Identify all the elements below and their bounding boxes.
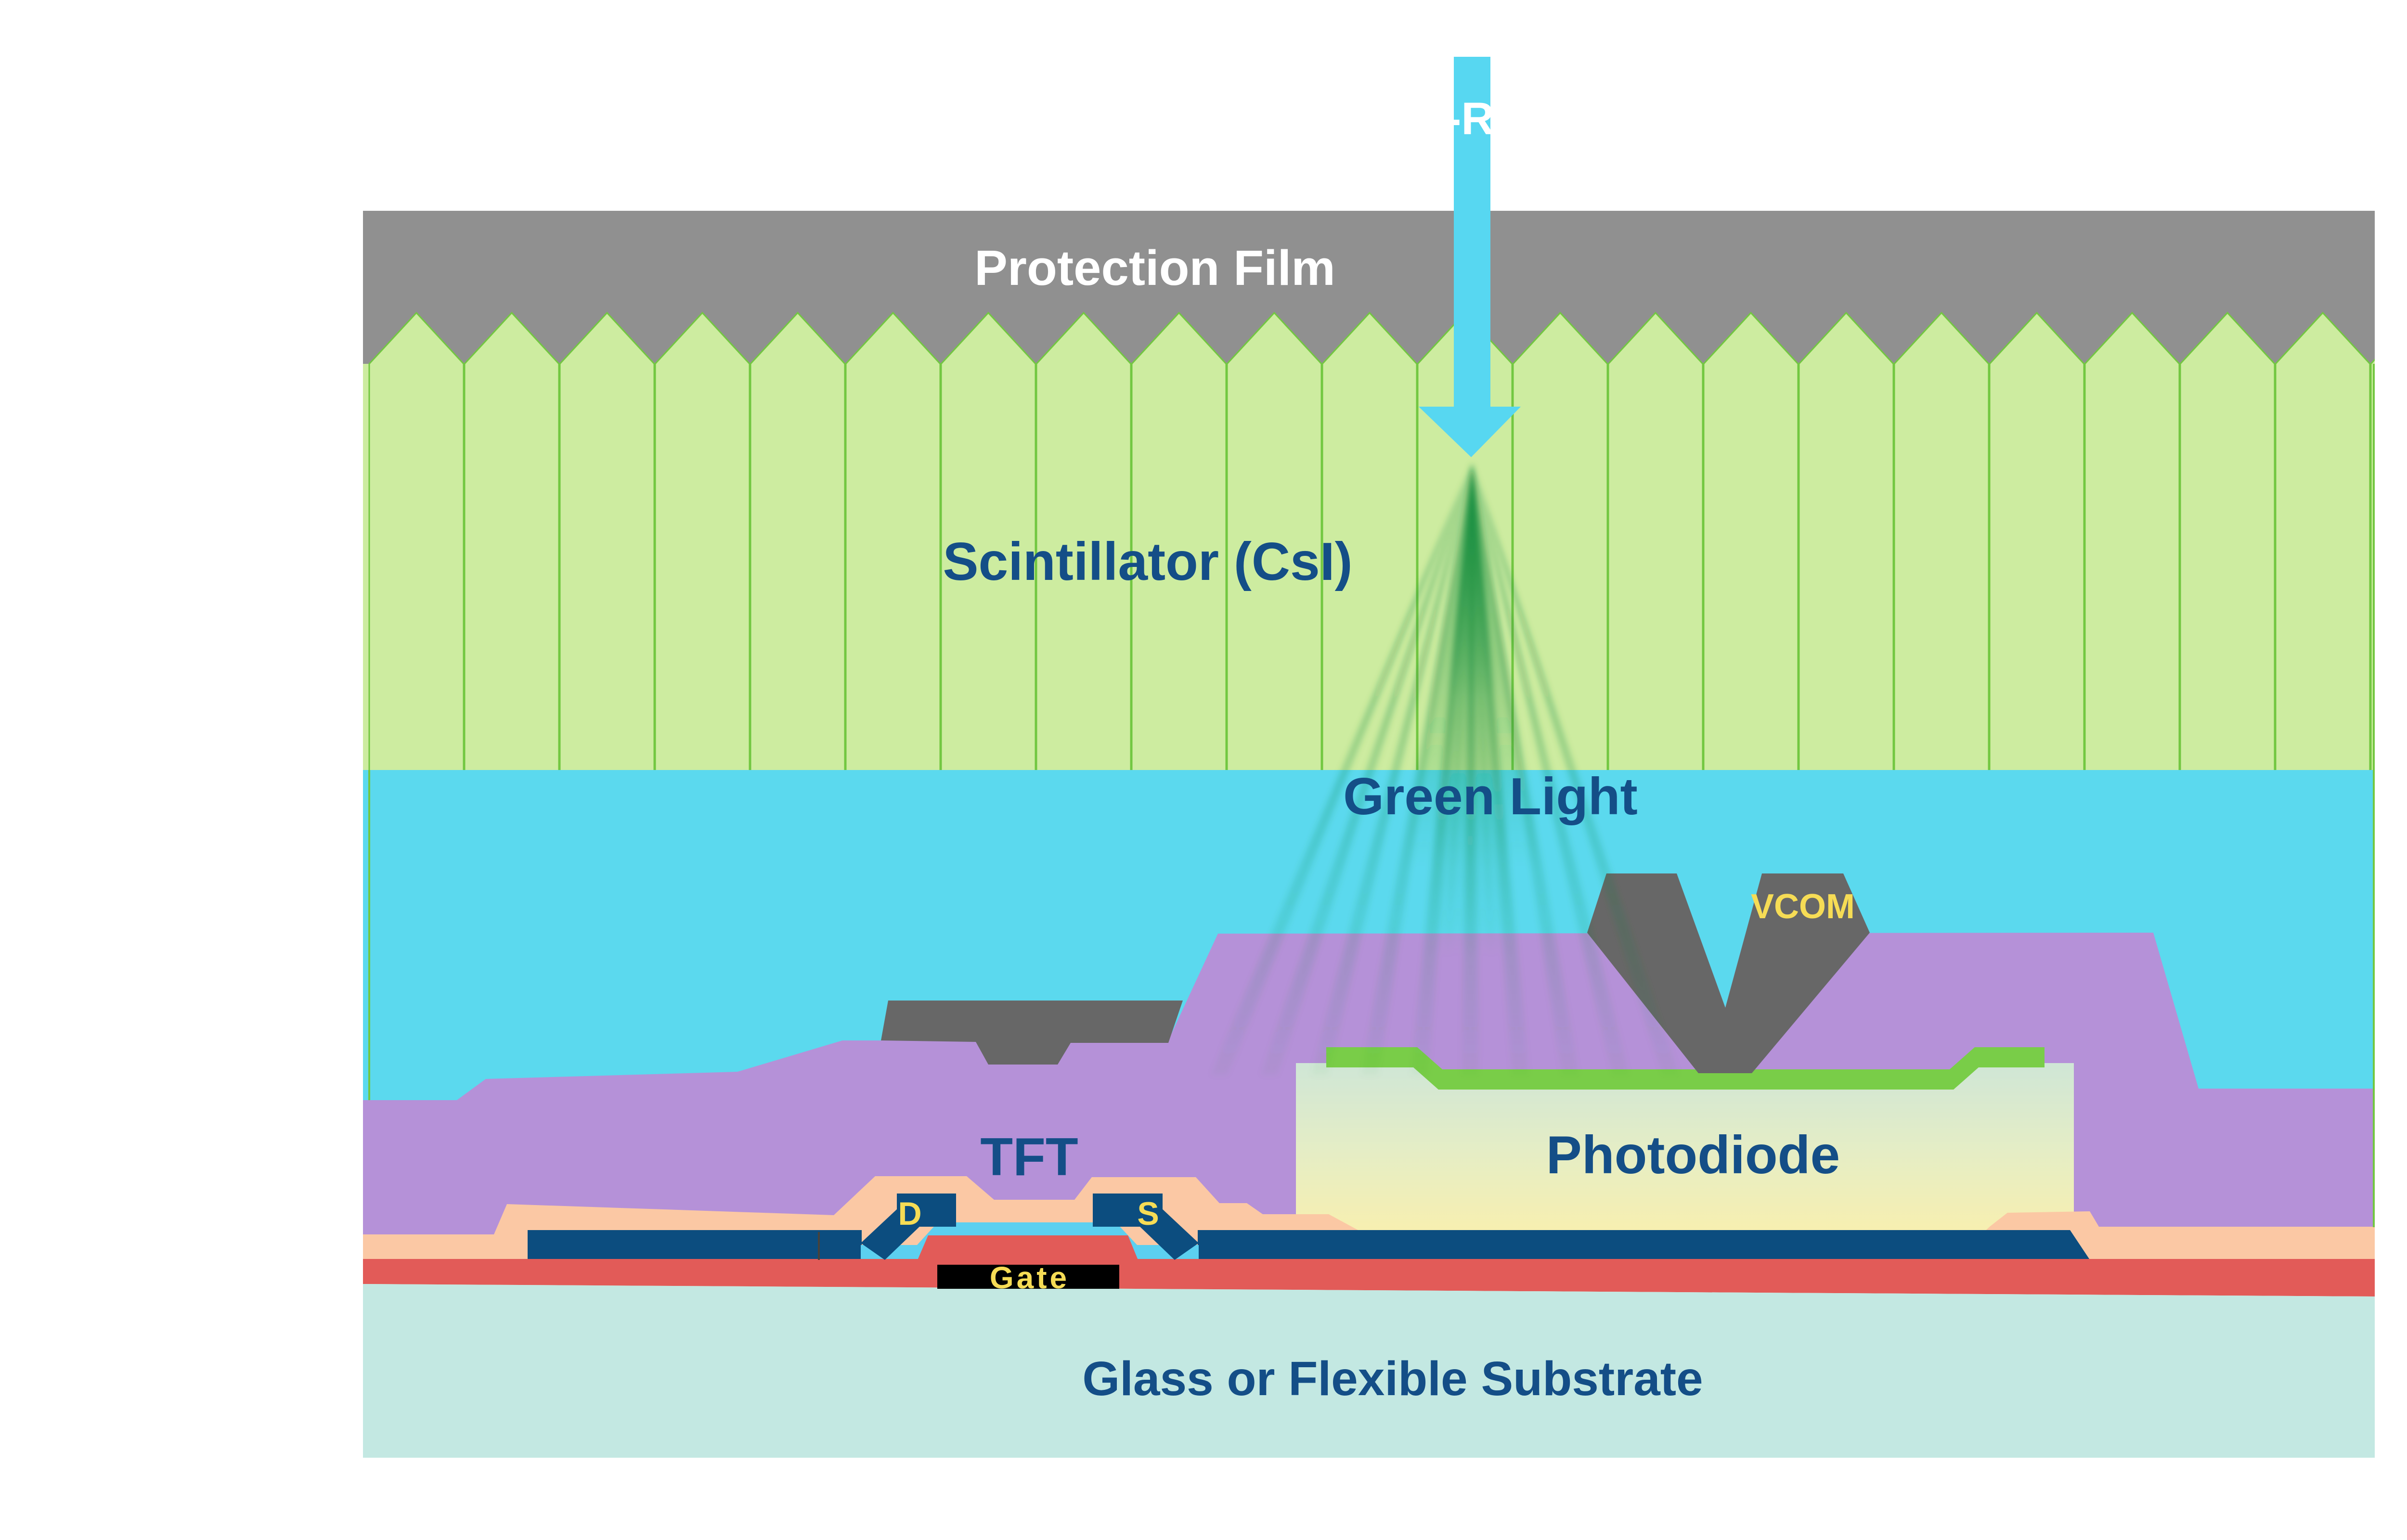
svg-text:Green Light: Green Light xyxy=(1343,767,1638,826)
svg-text:TFT: TFT xyxy=(980,1127,1078,1187)
svg-text:X-Ray: X-Ray xyxy=(1415,93,1545,144)
svg-text:VCOM: VCOM xyxy=(1751,887,1855,926)
svg-text:Scintillator (CsI): Scintillator (CsI) xyxy=(943,532,1352,591)
svg-text:D: D xyxy=(898,1195,921,1232)
svg-text:S: S xyxy=(1137,1195,1159,1232)
svg-text:Gate: Gate xyxy=(990,1260,1070,1295)
svg-text:Protection Film: Protection Film xyxy=(974,240,1335,295)
svg-text:Photodiode: Photodiode xyxy=(1546,1125,1840,1185)
svg-text:Glass or Flexible Substrate: Glass or Flexible Substrate xyxy=(1082,1352,1703,1406)
